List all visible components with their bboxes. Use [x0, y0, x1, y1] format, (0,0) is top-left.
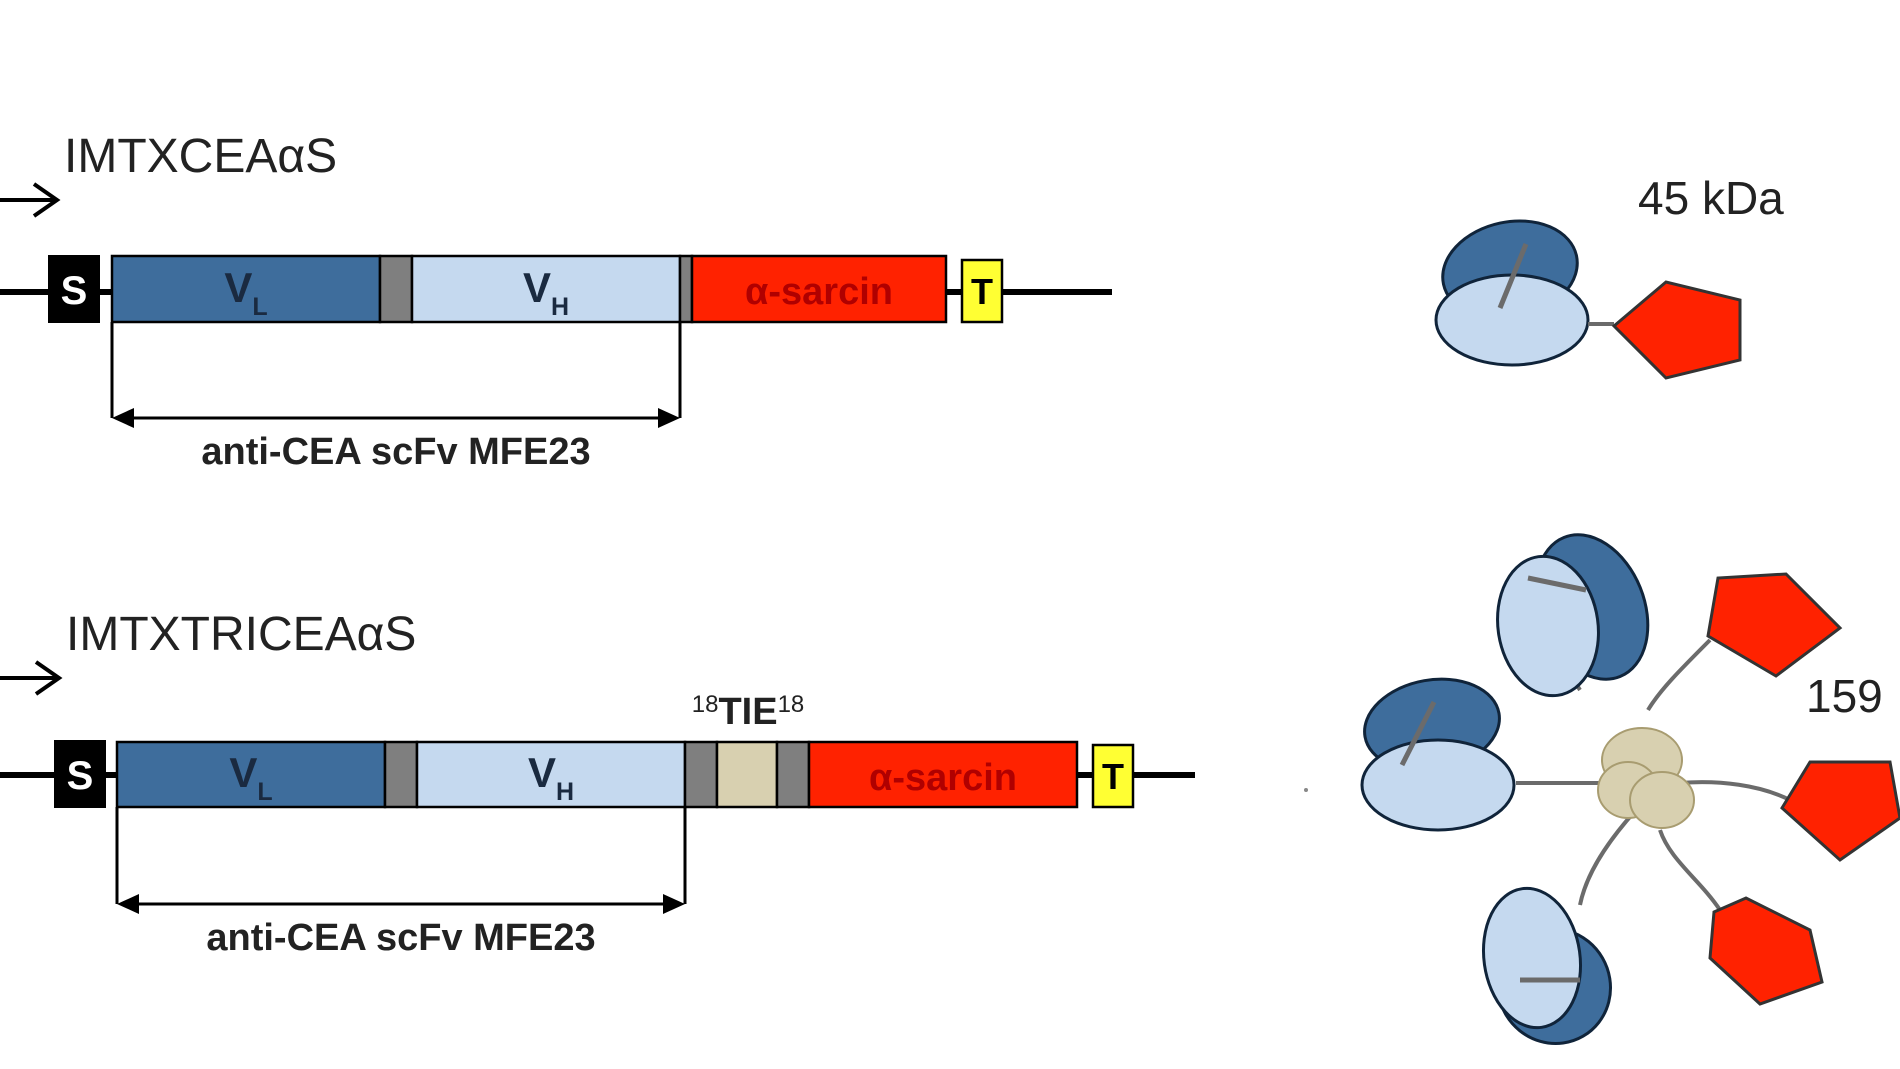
scfv-label: anti-CEA scFv MFE23 [201, 431, 590, 473]
linker-box [678, 254, 694, 324]
vl-domain-box [110, 254, 382, 324]
vl-domain-label: VL [224, 264, 267, 321]
signal-peptide-label: S [67, 754, 94, 798]
terminator-label: T [1102, 756, 1124, 797]
linker-box [378, 254, 414, 324]
linker-box [775, 740, 811, 809]
promoter-arrow-icon [0, 660, 63, 696]
promoter-arrow-icon [0, 182, 61, 218]
monomer-structure-icon [1434, 219, 1742, 380]
signal-peptide-label: S [61, 269, 88, 313]
toxin-box [690, 254, 948, 324]
scfv-bracket [115, 807, 687, 914]
terminator-box [1091, 743, 1135, 809]
construct-2: IMTXTRICEAαS S VL VH 18TIE18 α-sarcin T … [0, 533, 1900, 1046]
construct-2-name: IMTXTRICEAαS [66, 608, 416, 661]
terminator-label: T [971, 271, 993, 312]
vh-domain-label: VH [523, 264, 569, 321]
vl-domain-label: VL [229, 749, 272, 806]
toxin-label: α-sarcin [745, 271, 893, 313]
vl-domain-box [115, 740, 387, 809]
scfv-bracket [110, 322, 682, 428]
construct-1-name: IMTXCEAαS [64, 130, 337, 183]
vh-domain-box [415, 740, 687, 809]
terminator-box [960, 258, 1004, 324]
trimer-structure-icon [1304, 533, 1900, 1046]
trimerization-domain-box [715, 740, 779, 809]
linker-box [683, 740, 719, 809]
mass-label: 159 [1806, 670, 1883, 722]
toxin-box [807, 740, 1079, 809]
scfv-label: anti-CEA scFv MFE23 [206, 917, 595, 959]
signal-peptide-box [48, 255, 100, 323]
vh-domain-label: VH [528, 749, 574, 806]
toxin-label: α-sarcin [869, 757, 1017, 799]
mass-label: 45 kDa [1638, 172, 1784, 224]
linker-box [383, 740, 419, 809]
construct-1: IMTXCEAαS S VL VH α-sarcin T anti-CEA [0, 130, 1784, 473]
trimerization-domain-label: 18TIE18 [692, 691, 805, 733]
signal-peptide-box [54, 740, 106, 808]
